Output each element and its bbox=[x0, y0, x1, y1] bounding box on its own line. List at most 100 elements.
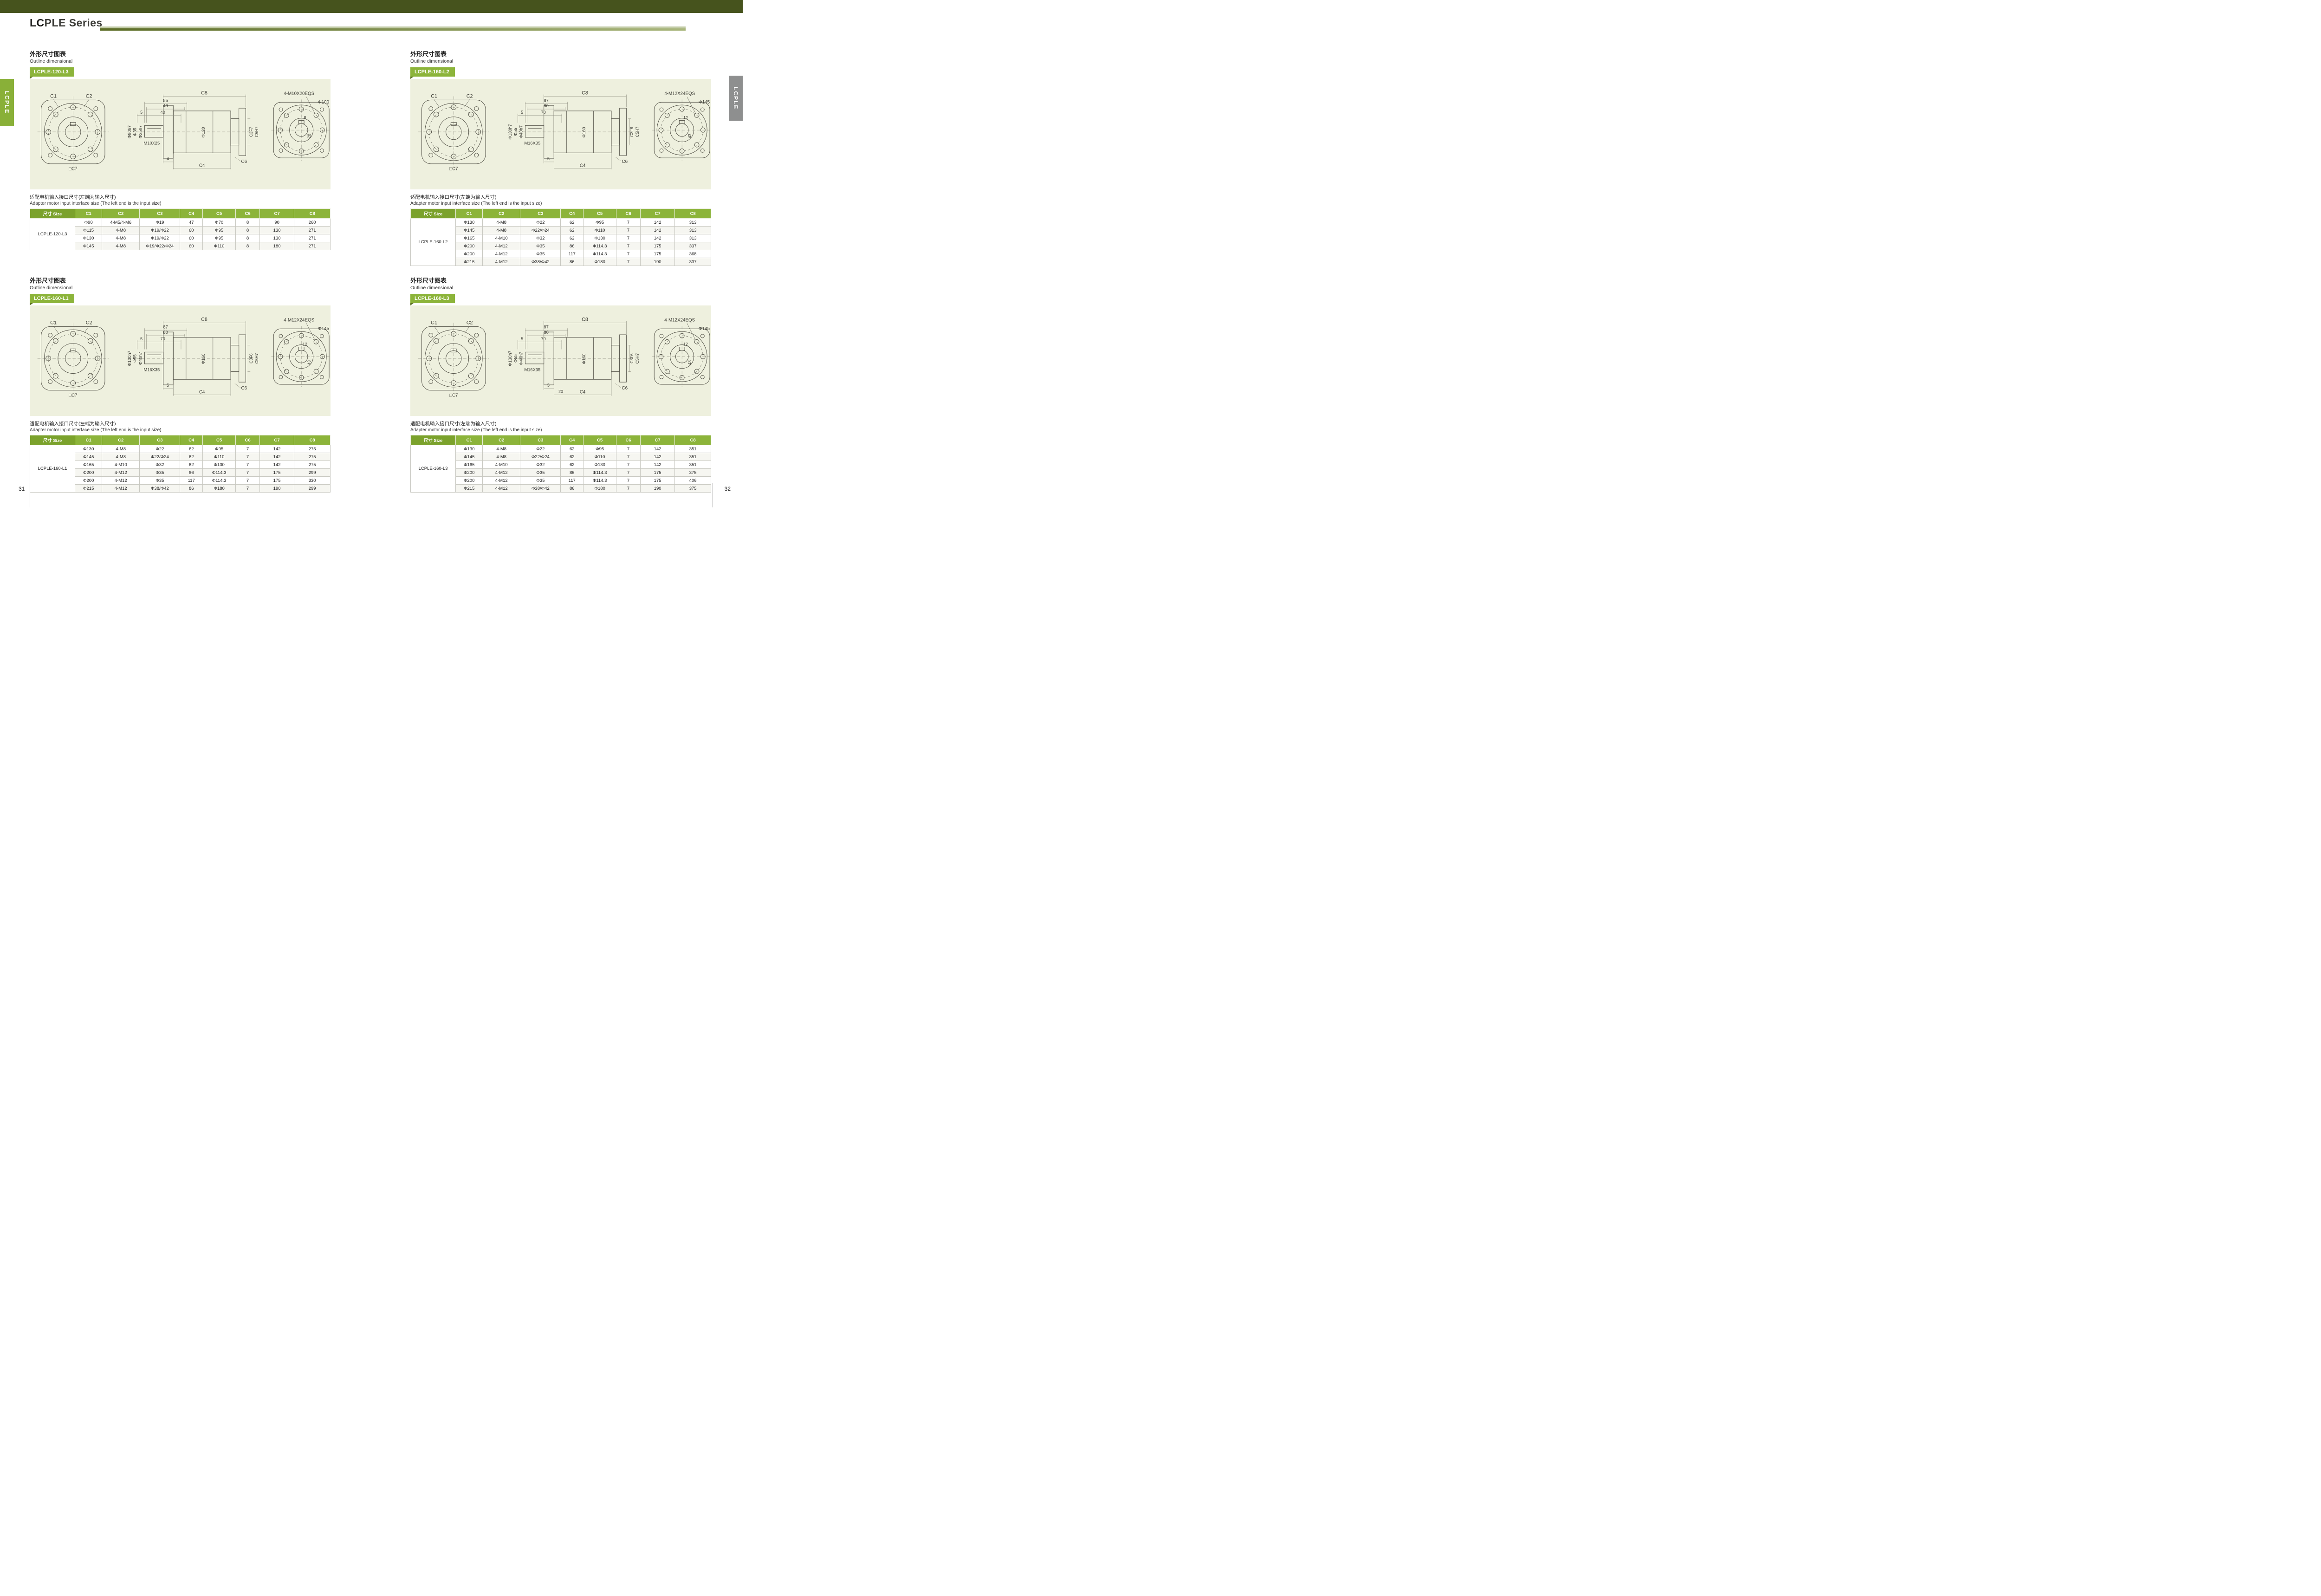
table-cell: 4-M8 bbox=[102, 226, 140, 234]
bolts-label: 4-M12X24EQS bbox=[284, 318, 314, 323]
column-header: C7 bbox=[259, 435, 295, 445]
table-cell: 7 bbox=[235, 445, 260, 453]
c1-label: C1 bbox=[50, 93, 57, 99]
table-cell: 190 bbox=[640, 258, 675, 266]
table-cell: Φ165 bbox=[75, 461, 103, 469]
column-header: C6 bbox=[616, 435, 641, 445]
bc-label: Φ145 bbox=[699, 326, 710, 331]
section-lcple-160-l2: 外形尺寸图表 Outline dimensional LCPLE-160-L2 … bbox=[410, 49, 711, 266]
table-cell: 60 bbox=[180, 226, 203, 234]
table-cell: Φ38/Φ42 bbox=[520, 484, 561, 493]
dia_body-label: Φ120 bbox=[201, 127, 206, 138]
c2-label: C2 bbox=[467, 320, 473, 325]
column-header: C8 bbox=[294, 435, 331, 445]
table-cell: Φ200 bbox=[455, 242, 483, 250]
table-cell: 7 bbox=[616, 461, 641, 469]
table-cell: Φ114.3 bbox=[583, 242, 617, 250]
table-cell: Φ70 bbox=[202, 218, 236, 227]
column-header: C3 bbox=[520, 435, 561, 445]
c1-label: C1 bbox=[50, 320, 57, 325]
d_bot2-label: 20 bbox=[558, 389, 563, 394]
d2-label: 80 bbox=[163, 330, 168, 335]
table-cell: 175 bbox=[640, 250, 675, 258]
table-cell: 406 bbox=[674, 476, 711, 485]
table-cell: Φ95 bbox=[202, 234, 236, 242]
table-cell: 368 bbox=[674, 250, 711, 258]
table-cell: 4-M8 bbox=[102, 453, 140, 461]
column-header: C8 bbox=[674, 435, 711, 445]
column-header: C1 bbox=[455, 435, 483, 445]
table-cell: 4-M12 bbox=[482, 476, 521, 485]
c8-label: C8 bbox=[582, 91, 588, 96]
table-cell: 175 bbox=[640, 476, 675, 485]
model-badge: LCPLE-120-L3 bbox=[30, 67, 74, 79]
table-cell: 7 bbox=[616, 258, 641, 266]
table-cell: Φ215 bbox=[455, 258, 483, 266]
table-cell: 175 bbox=[640, 468, 675, 477]
outline-heading-cn: 外形尺寸图表 bbox=[410, 51, 447, 58]
outline-heading-en: Outline dimensional bbox=[30, 58, 73, 64]
c6-label: C6 bbox=[622, 159, 628, 164]
title-rest: PLE Series bbox=[44, 17, 103, 29]
column-header: C2 bbox=[482, 435, 521, 445]
r2-label: 43 bbox=[687, 134, 692, 138]
column-header: C2 bbox=[482, 208, 521, 219]
page-number-right: 32 bbox=[724, 486, 731, 492]
column-header: C2 bbox=[102, 208, 140, 219]
page-number-left: 31 bbox=[19, 486, 25, 492]
table-cell: Φ95 bbox=[202, 226, 236, 234]
table-cell: 62 bbox=[560, 226, 583, 234]
table-cell: 62 bbox=[560, 234, 583, 242]
top-bar bbox=[0, 0, 743, 13]
table-cell: 7 bbox=[616, 484, 641, 493]
d2-label: 80 bbox=[544, 330, 548, 335]
dia_a-label: Φ55 bbox=[513, 354, 518, 363]
table-cell: Φ130 bbox=[75, 445, 103, 453]
column-header: C3 bbox=[520, 208, 561, 219]
column-header: C8 bbox=[674, 208, 711, 219]
fit_b-label: C5H7 bbox=[635, 353, 640, 364]
c6-label: C6 bbox=[241, 386, 247, 391]
table-cell: 4-M8 bbox=[482, 226, 521, 234]
table-cell: 62 bbox=[180, 445, 203, 453]
table-cell: 7 bbox=[235, 461, 260, 469]
r2-label: 43 bbox=[687, 360, 692, 365]
fit_a-label: C3F6 bbox=[629, 353, 634, 363]
table-cell: Φ114.3 bbox=[202, 476, 236, 485]
right-edge-tab: LCPLE bbox=[729, 76, 743, 121]
column-header: 尺寸 Size bbox=[29, 208, 76, 219]
table-cell: 4-M8 bbox=[102, 234, 140, 242]
table-cell: 90 bbox=[259, 218, 295, 227]
table-cell: 130 bbox=[259, 234, 295, 242]
dia_a-label: Φ55 bbox=[513, 128, 518, 136]
outline-heading-en: Outline dimensional bbox=[410, 58, 454, 64]
table-cell: 190 bbox=[259, 484, 295, 493]
r1-label: 12 bbox=[683, 116, 688, 120]
table-cell: 4-M12 bbox=[102, 484, 140, 493]
table-cell: Φ19/Φ22 bbox=[139, 234, 181, 242]
column-header: C2 bbox=[102, 435, 140, 445]
thread-label: M16X35 bbox=[524, 368, 540, 372]
table-cell: 7 bbox=[235, 484, 260, 493]
table-cell: 142 bbox=[259, 453, 295, 461]
adapter-heading-en: Adapter motor input interface size (The … bbox=[30, 201, 162, 206]
table-cell: 142 bbox=[259, 445, 295, 453]
c7-label: □C7 bbox=[449, 167, 458, 172]
table-cell: 60 bbox=[180, 242, 203, 250]
table-cell: 351 bbox=[674, 461, 711, 469]
c6-label: C6 bbox=[241, 159, 247, 164]
d1-label: 55 bbox=[163, 98, 168, 103]
table-cell: 8 bbox=[235, 226, 260, 234]
r1-label: 12 bbox=[303, 342, 307, 347]
table-cell: 313 bbox=[674, 218, 711, 227]
table-cell: 86 bbox=[560, 242, 583, 250]
table-cell: 4-M8 bbox=[102, 242, 140, 250]
